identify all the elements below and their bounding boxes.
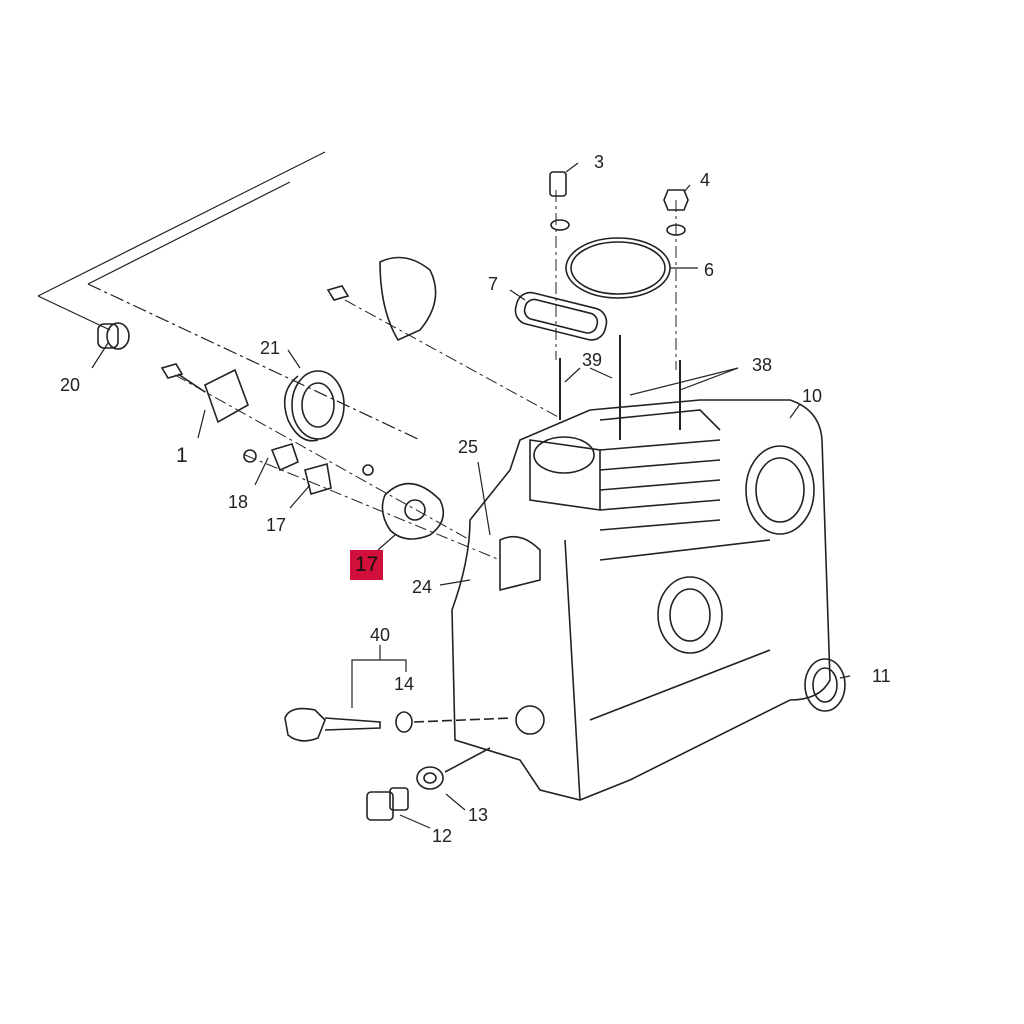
part-7-gasket xyxy=(514,291,608,341)
part-17-gasket xyxy=(381,482,445,540)
breather-cover xyxy=(326,256,437,342)
part-12-plug xyxy=(366,787,409,821)
part-4-nut xyxy=(663,189,689,236)
callout-7: 7 xyxy=(488,274,499,294)
callout-39: 25 xyxy=(458,437,479,457)
callout-14: 14 xyxy=(394,674,415,694)
part-24-bushing xyxy=(97,322,130,350)
part-11-seal xyxy=(804,658,846,712)
callout-40: 38 xyxy=(752,355,773,375)
callout-12: 12 xyxy=(432,826,453,846)
callout-24: 20 xyxy=(60,375,81,395)
callout-3: 3 xyxy=(594,152,605,172)
part-3-nut xyxy=(549,171,570,231)
callout-13: 13 xyxy=(468,805,489,825)
part-1-plate xyxy=(160,363,249,424)
part-6-oring xyxy=(565,237,671,299)
callout-17-highlighted[interactable]: 17 xyxy=(350,550,384,580)
callout-10: 10 xyxy=(802,386,823,406)
callout-6: 6 xyxy=(704,260,715,280)
callout-4: 4 xyxy=(700,170,711,190)
callout-41: 39 xyxy=(582,350,603,370)
callout-38: 24 xyxy=(412,577,433,597)
part-10-crankcase xyxy=(451,399,831,801)
center-lines xyxy=(174,190,677,561)
callout-21: 18 xyxy=(228,492,249,512)
callout-1: 1 xyxy=(176,444,188,467)
part-25-bearing xyxy=(283,370,345,442)
studs-41 xyxy=(559,335,681,440)
leader-lines xyxy=(91,162,851,829)
callout-20: 17 xyxy=(266,515,287,535)
callout-11: 11 xyxy=(872,666,891,686)
callout-18: 40 xyxy=(370,625,391,645)
part-13-washer xyxy=(416,747,491,790)
part-18-dipstick xyxy=(284,707,513,742)
frame-lines xyxy=(37,151,421,441)
callout-25: 21 xyxy=(260,338,281,358)
